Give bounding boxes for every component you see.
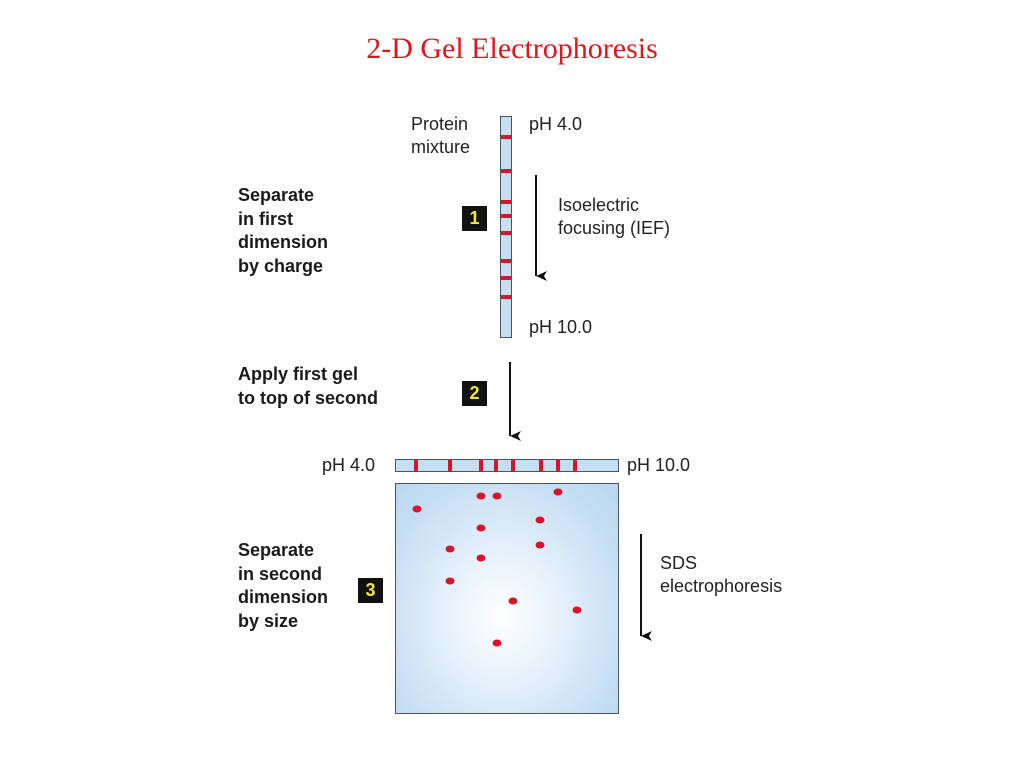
strip2-band	[556, 460, 560, 471]
protein-spot	[445, 577, 455, 585]
protein-spot	[476, 554, 486, 562]
ief-label: Isoelectric focusing (IEF)	[558, 195, 671, 238]
protein-spot	[508, 597, 518, 605]
strip2-band	[573, 460, 577, 471]
step-3-number: 3	[365, 580, 376, 600]
second-dimension-gel	[395, 483, 619, 714]
step-2-number: 2	[469, 383, 480, 403]
strip1-band	[501, 214, 511, 218]
strip1-band	[501, 295, 511, 299]
protein-spot	[492, 639, 502, 647]
strip1-band	[501, 259, 511, 263]
step-1-badge: 1	[462, 206, 487, 231]
strip2-band	[479, 460, 483, 471]
strip1-top-ph-label: pH 4.0	[529, 114, 583, 134]
step-2-text: Apply first gel to top of second	[238, 363, 378, 410]
protein-spot	[476, 524, 486, 532]
step-3-badge: 3	[358, 578, 383, 603]
strip1-band	[501, 135, 511, 139]
sds-label: SDS electrophoresis	[660, 553, 783, 596]
protein-spot	[492, 492, 502, 500]
protein-spot	[445, 545, 455, 553]
protein-mixture-label: Protein mixture	[411, 114, 471, 157]
step-3-label: Separate in second dimension by size	[238, 540, 329, 631]
step-2-label: Apply first gel to top of second	[238, 364, 378, 408]
strip1-bands	[501, 135, 511, 299]
strip1-band	[501, 231, 511, 235]
strip1-band	[501, 169, 511, 173]
protein-spot	[572, 606, 582, 614]
strip1-band	[501, 276, 511, 280]
strip2-band	[511, 460, 515, 471]
strip1-bottom-ph-label: pH 10.0	[529, 317, 593, 337]
strip2-band	[494, 460, 498, 471]
protein-spots	[412, 488, 582, 647]
strip2-bands	[414, 460, 577, 471]
strip2-band	[414, 460, 418, 471]
strip2-band	[448, 460, 452, 471]
step-1-text: Separate in first dimension by charge	[238, 184, 328, 278]
strip2-band	[539, 460, 543, 471]
step-1-label: Separate in first dimension by charge	[238, 185, 329, 276]
step-3-text: Separate in second dimension by size	[238, 539, 328, 633]
protein-spot	[476, 492, 486, 500]
strip1-band	[501, 200, 511, 204]
step-1-number: 1	[469, 208, 480, 228]
protein-spot	[535, 541, 545, 549]
step-2-badge: 2	[462, 381, 487, 406]
protein-spot	[553, 488, 563, 496]
strip2-right-ph-label: pH 10.0	[627, 455, 691, 475]
page-title: 2-D Gel Electrophoresis	[366, 32, 658, 65]
protein-spot	[535, 516, 545, 524]
strip2-left-ph-label: pH 4.0	[322, 455, 376, 475]
protein-spot	[412, 505, 422, 513]
